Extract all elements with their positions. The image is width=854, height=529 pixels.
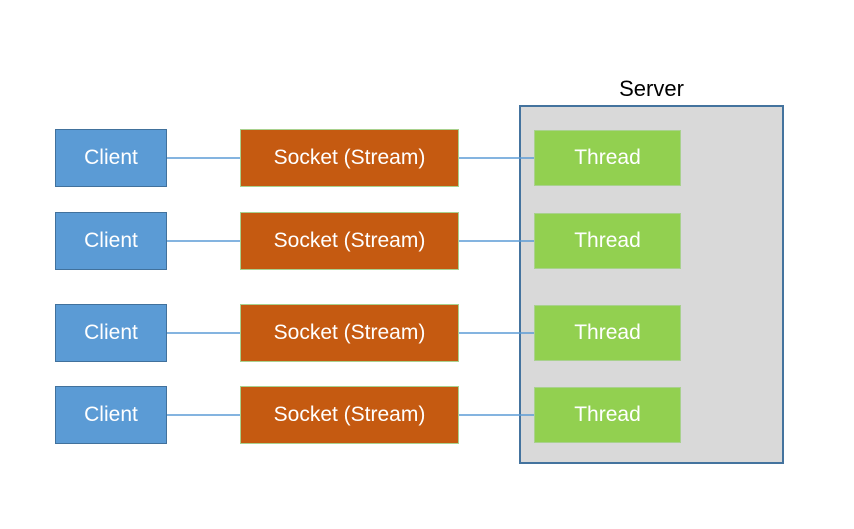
thread-box-1: Thread xyxy=(534,130,681,186)
client-box-4: Client xyxy=(55,386,167,444)
socket-box-1: Socket (Stream) xyxy=(240,129,459,187)
thread-box-2: Thread xyxy=(534,213,681,269)
socket-box-3: Socket (Stream) xyxy=(240,304,459,362)
thread-box-3: Thread xyxy=(534,305,681,361)
server-label: Server xyxy=(619,76,684,101)
socket-box-4: Socket (Stream) xyxy=(240,386,459,444)
thread-box-4: Thread xyxy=(534,387,681,443)
client-box-2: Client xyxy=(55,212,167,270)
client-box-1: Client xyxy=(55,129,167,187)
client-box-3: Client xyxy=(55,304,167,362)
socket-box-2: Socket (Stream) xyxy=(240,212,459,270)
